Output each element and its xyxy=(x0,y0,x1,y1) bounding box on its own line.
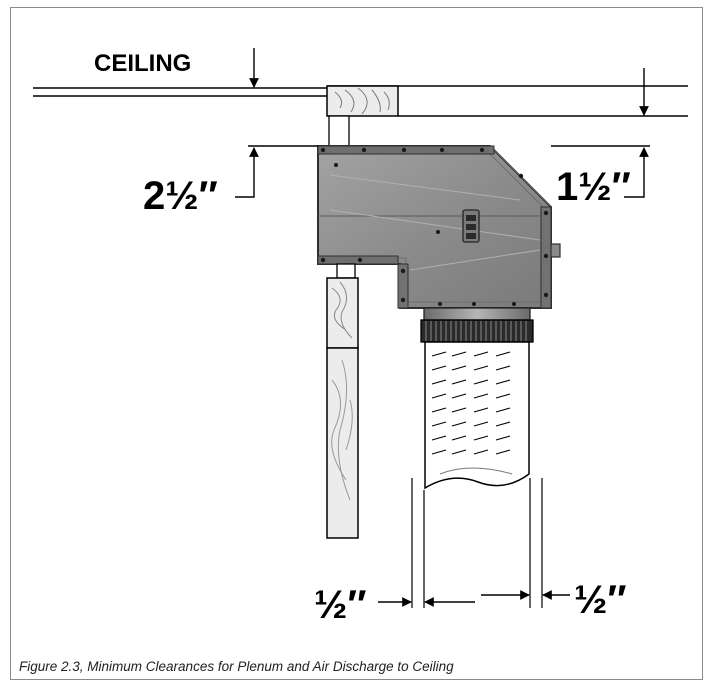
flex-duct xyxy=(424,341,530,490)
clearance-bottom-right-label: ½″ xyxy=(574,578,627,622)
dimension-arrows xyxy=(235,48,650,607)
clearance-top-left-label: 2½″ xyxy=(143,174,218,218)
extension-lines xyxy=(411,478,543,608)
wood-post xyxy=(326,263,359,539)
plenum-box xyxy=(317,145,561,309)
hanger-strap xyxy=(328,115,350,148)
ceiling-label: CEILING xyxy=(94,50,191,77)
figure-frame xyxy=(10,7,703,680)
discharge-collar xyxy=(420,307,534,343)
ceiling-joist xyxy=(326,85,399,117)
clearance-bottom-left-label: ½″ xyxy=(314,583,367,627)
figure-caption: Figure 2.3, Minimum Clearances for Plenu… xyxy=(19,659,454,674)
clearance-top-right-label: 1½″ xyxy=(556,165,631,209)
